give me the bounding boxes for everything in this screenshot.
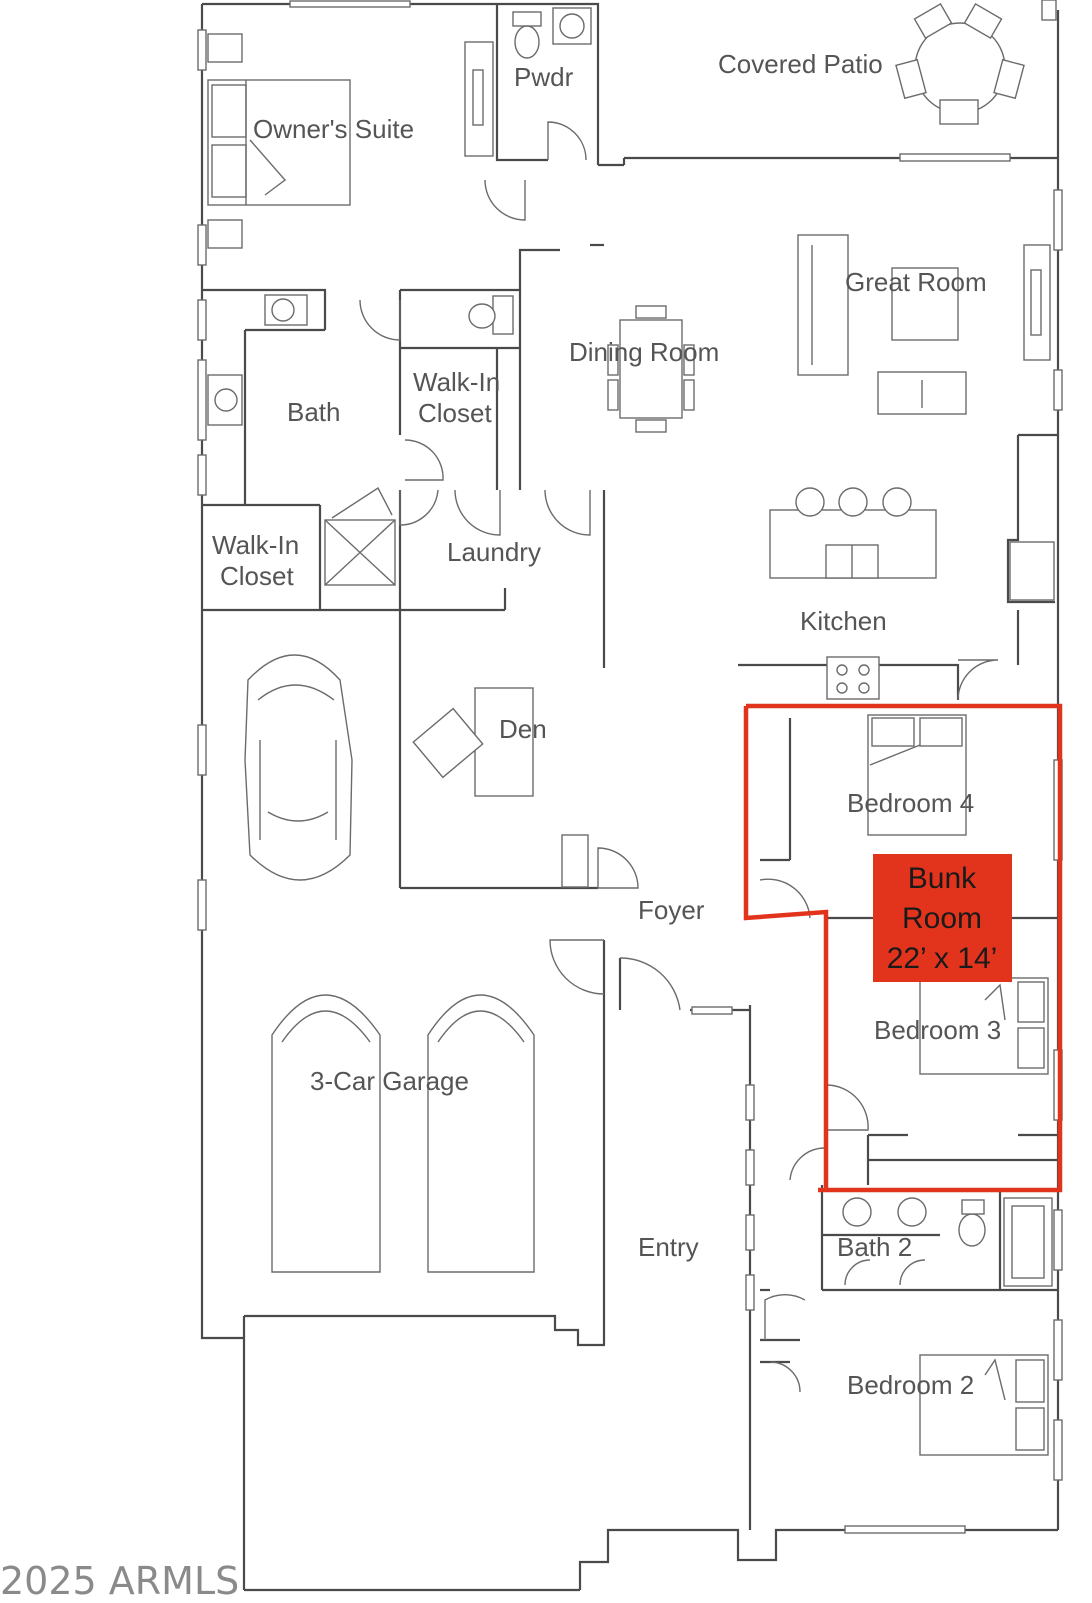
room-labels: Covered Patio Pwdr Owner's Suite Great R… — [212, 49, 1001, 1400]
label-bedroom-4: Bedroom 4 — [847, 788, 974, 818]
label-kitchen: Kitchen — [800, 606, 887, 636]
label-den: Den — [499, 714, 547, 744]
callout-line-3: 22’ x 14’ — [887, 942, 998, 975]
copyright-watermark: 2025 ARMLS — [0, 1559, 239, 1603]
label-covered-patio: Covered Patio — [718, 49, 883, 79]
bunk-room-highlight: Bunk Room 22’ x 14’ — [743, 703, 1063, 1193]
label-bath-2: Bath 2 — [837, 1232, 912, 1262]
label-bedroom-3: Bedroom 3 — [874, 1015, 1001, 1045]
label-dining-room: Dining Room — [569, 337, 719, 367]
label-laundry: Laundry — [447, 537, 541, 567]
callout-line-2: Room — [902, 902, 982, 935]
label-entry: Entry — [638, 1232, 699, 1262]
label-bedroom-2: Bedroom 2 — [847, 1370, 974, 1400]
fixtures — [207, 3, 1055, 1456]
label-walk-in-closet-2-line1: Walk-In — [212, 530, 299, 560]
callout-line-1: Bunk — [908, 862, 977, 895]
label-garage: 3-Car Garage — [310, 1066, 469, 1096]
label-bath: Bath — [287, 397, 341, 427]
label-walk-in-closet-1-line1: Walk-In — [413, 367, 500, 397]
interior-walls — [202, 4, 1058, 1530]
label-foyer: Foyer — [638, 895, 705, 925]
label-pwdr: Pwdr — [514, 62, 574, 92]
label-great-room: Great Room — [845, 267, 987, 297]
windows — [197, 0, 1063, 1534]
doors — [359, 121, 999, 1393]
bunk-room-callout-box — [873, 854, 1012, 982]
bunk-room-outline — [743, 703, 1063, 1193]
label-owners-suite: Owner's Suite — [253, 114, 414, 144]
label-walk-in-closet-1-line2: Closet — [418, 398, 492, 428]
label-walk-in-closet-2-line2: Closet — [220, 561, 294, 591]
